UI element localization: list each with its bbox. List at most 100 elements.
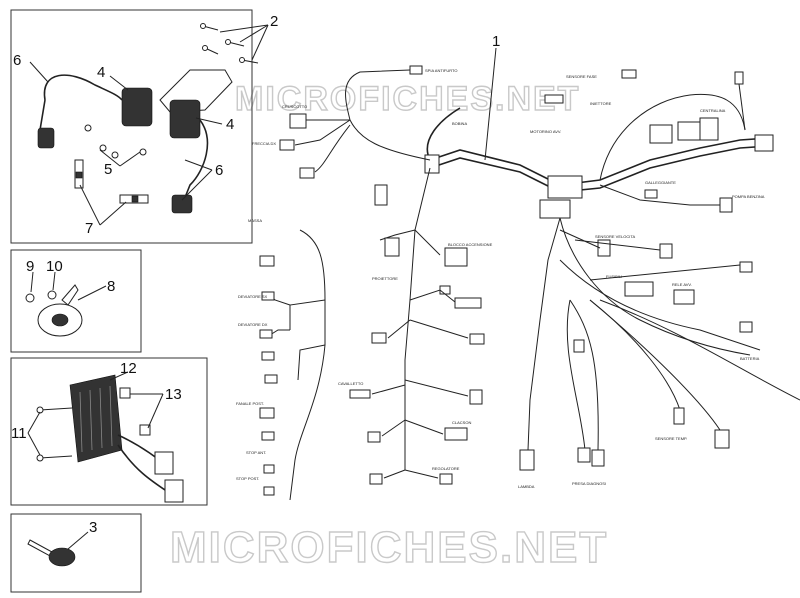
callout-7: 7 [85,220,93,237]
key-icon [27,539,53,557]
connector-label: DEVIATORE DX [238,322,268,327]
relay-icon [673,289,695,305]
connector-icon [264,374,278,384]
connector-icon [754,134,774,152]
ecu-connector-icon [699,117,719,141]
connector-label: POMPA BENZINA [732,194,765,199]
horn-connector-icon [444,427,468,441]
nut-icon [25,293,35,303]
connector-icon [577,447,591,463]
callout-4-right: 4 [226,116,234,133]
connector-label: STOP ANT. [246,450,266,455]
fuel-pump-connector-icon [719,197,733,213]
connector-label: SPIA ANTIFURTO [425,68,458,73]
connector-icon [374,184,388,206]
callout-6: 6 [13,52,21,69]
connector-label: CRUSCOTTO [282,104,307,109]
connector-icon [259,255,275,267]
lambda-sensor-icon [519,449,535,471]
connector-icon [469,333,485,345]
washer-icon [99,144,107,152]
inset-voltage-regulator [10,357,208,506]
connector-icon [454,297,482,309]
connector-icon [367,431,381,443]
bolt-icon [200,23,259,64]
connector-icon [369,473,383,485]
connector-icon [573,339,585,353]
connector-label: FRECCIA DX [252,141,276,146]
callout-12: 12 [120,360,137,377]
callout-6-right: 6 [215,162,223,179]
harness-clip-icon [424,154,440,174]
connector-label: SENSORE TEMP. [655,436,687,441]
connector-icon [261,351,275,361]
regulator-connector-icon [164,479,184,503]
connector-icon [409,65,423,75]
connector-label: MOTORINO AVV. [530,129,561,134]
connector-label: INIETTORE [590,101,612,106]
connector-label: FANALE POST. [236,401,264,406]
relay-box-icon [539,199,571,219]
callout-3: 3 [89,519,97,536]
main-wiring-harness [259,47,800,501]
connector-label: BOBINA [452,121,467,126]
temp-sensor-icon [673,407,685,425]
callout-8: 8 [107,278,115,295]
inset-key [10,513,142,593]
connector-labels: SPIA ANTIFURTO CRUSCOTTO FRECCIA DX SENS… [236,68,765,489]
clip-icon [119,387,131,399]
connector-icon [739,261,753,273]
stop-switch-icon [591,449,605,467]
connector-icon [261,291,275,301]
connector-label: RELE AVV. [672,282,692,287]
connector-label: FUSIBILI [606,274,622,279]
fuse-box-icon [624,281,654,297]
relay-icon [444,247,468,267]
sensor-icon [349,389,371,399]
connector-label: BATTERIA [740,356,760,361]
connector-icon [279,139,295,151]
washer-icon [47,290,57,300]
connector-label: PROIETTORE [372,276,398,281]
ignition-coil-icon [169,99,201,139]
connector-label: PRESA DIAGNOSI [572,481,606,486]
watermark-top: MICROFICHES.NET [235,80,580,118]
callout-1: 1 [492,33,500,50]
callout-numbers: 1 2 3 4 4 5 6 6 7 8 9 10 11 12 13 [11,13,500,536]
regulator-connector-icon [154,451,174,475]
switch-icon [734,71,744,85]
ignition-switch-icon [384,237,400,257]
spark-plug-cap-icon [37,127,55,149]
ht-cable-left [43,74,123,101]
connector-label: LAMBDA [518,484,535,489]
regulator-icon [69,374,123,463]
central-junction-icon [547,175,583,199]
connector-icon [644,189,658,199]
connector-label: STOP POST. [236,476,259,481]
connector-icon [469,389,483,405]
callout-10: 10 [46,258,63,275]
connector-icon [299,167,315,179]
connector-label: REGOLATORE [432,466,460,471]
washer-icon [139,148,147,156]
inset-ignition-coils [10,9,269,244]
connector-label: CLACSON [452,420,471,425]
horn-bracket-icon [61,284,79,306]
connector-icon [371,332,387,344]
clip-icon [139,424,151,436]
connector-icon [621,69,637,79]
connector-label: DEVIATORE SX [238,294,268,299]
key-head-icon [48,547,76,567]
connector-label: GALLEGGIANTE [645,180,676,185]
connector-icon [677,121,701,141]
spark-plug-cap-icon [171,194,193,214]
connector-icon [259,329,273,339]
sensor-icon [544,94,564,104]
connector-icon [259,407,275,419]
callout-11: 11 [11,425,27,442]
regulator-plug-icon [439,473,453,485]
connector-label: CAVALLETTO [338,381,363,386]
callout-9: 9 [26,258,34,275]
connector-label: MASSA [248,218,262,223]
callout-13: 13 [165,386,182,403]
